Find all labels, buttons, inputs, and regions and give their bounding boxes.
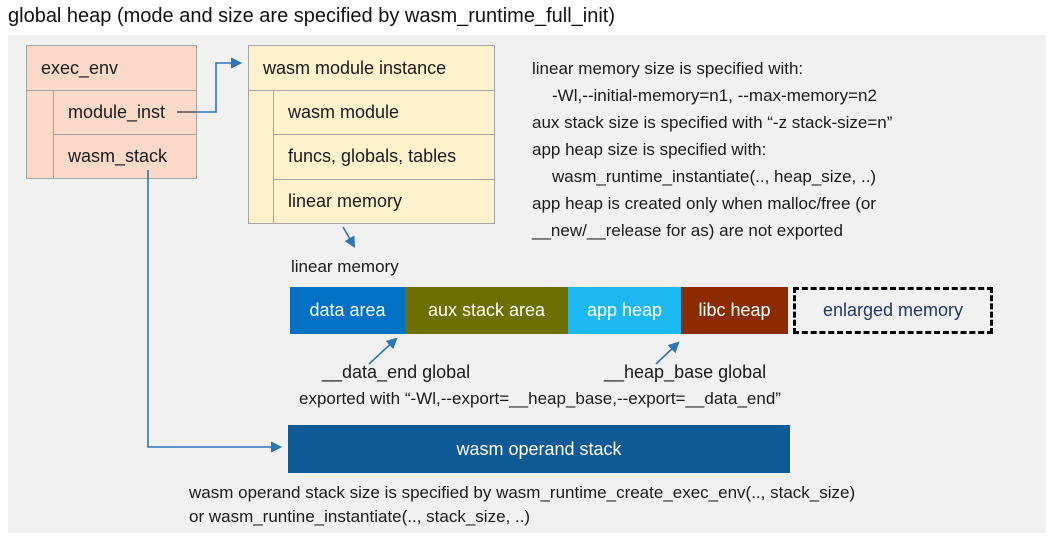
exec-env-indent-strip xyxy=(27,91,54,178)
diagram-title: global heap (mode and size are specified… xyxy=(8,5,615,27)
module-instance-row-wasm-module: wasm module xyxy=(274,91,494,136)
module-instance-title: wasm module instance xyxy=(249,46,494,91)
exec-env-row-wasm-stack: wasm_stack xyxy=(68,146,168,166)
linear-memory-label: linear memory xyxy=(291,257,399,276)
note-line: app heap is created only when malloc/fre… xyxy=(532,194,876,213)
segment-data-area: data area xyxy=(290,287,405,334)
module-instance-box: wasm module instance wasm module funcs, … xyxy=(248,45,495,224)
exported-with-label: exported with “-Wl,--export=__heap_base,… xyxy=(299,389,781,408)
exec-env-row-module-inst: module_inst xyxy=(54,91,196,135)
notes-right: linear memory size is specified with: -W… xyxy=(532,55,1037,244)
heap-base-global-label: __heap_base global xyxy=(604,362,767,382)
segment-app-heap: app heap xyxy=(568,287,681,334)
note-line: linear memory size is specified with: xyxy=(532,59,804,78)
segment-libc-heap: libc heap xyxy=(681,287,788,334)
note-line: -Wl,--initial-memory=n1, --max-memory=n2 xyxy=(552,86,877,105)
note-line: app heap size is specified with: xyxy=(532,140,767,159)
module-instance-row-linear-memory: linear memory xyxy=(288,190,403,211)
note-line: __new/__release for as) are not exported xyxy=(532,221,843,240)
wasm-operand-stack-bar: wasm operand stack xyxy=(288,425,790,473)
module-instance-row-funcs-globals-tables: funcs, globals, tables xyxy=(274,135,494,180)
note-line: wasm_runtime_instantiate(.., heap_size, … xyxy=(552,167,877,186)
exec-env-title: exec_env xyxy=(27,46,196,91)
bottom-note: wasm operand stack size is specified by … xyxy=(189,481,855,529)
linear-memory-bar: data area aux stack area app heap libc h… xyxy=(290,287,788,334)
note-line: aux stack size is specified with “-z sta… xyxy=(532,113,893,132)
exec-env-box: exec_env module_inst wasm_stack xyxy=(26,45,197,179)
bottom-note-line-1: wasm operand stack size is specified by … xyxy=(189,483,856,502)
data-end-global-label: __data_end global xyxy=(322,362,471,382)
module-instance-indent-strip xyxy=(249,91,274,223)
segment-aux-stack-area: aux stack area xyxy=(405,287,568,334)
enlarged-memory-box: enlarged memory xyxy=(793,287,993,334)
bottom-note-line-2: or wasm_runtine_instantiate(.., stack_si… xyxy=(189,507,531,526)
